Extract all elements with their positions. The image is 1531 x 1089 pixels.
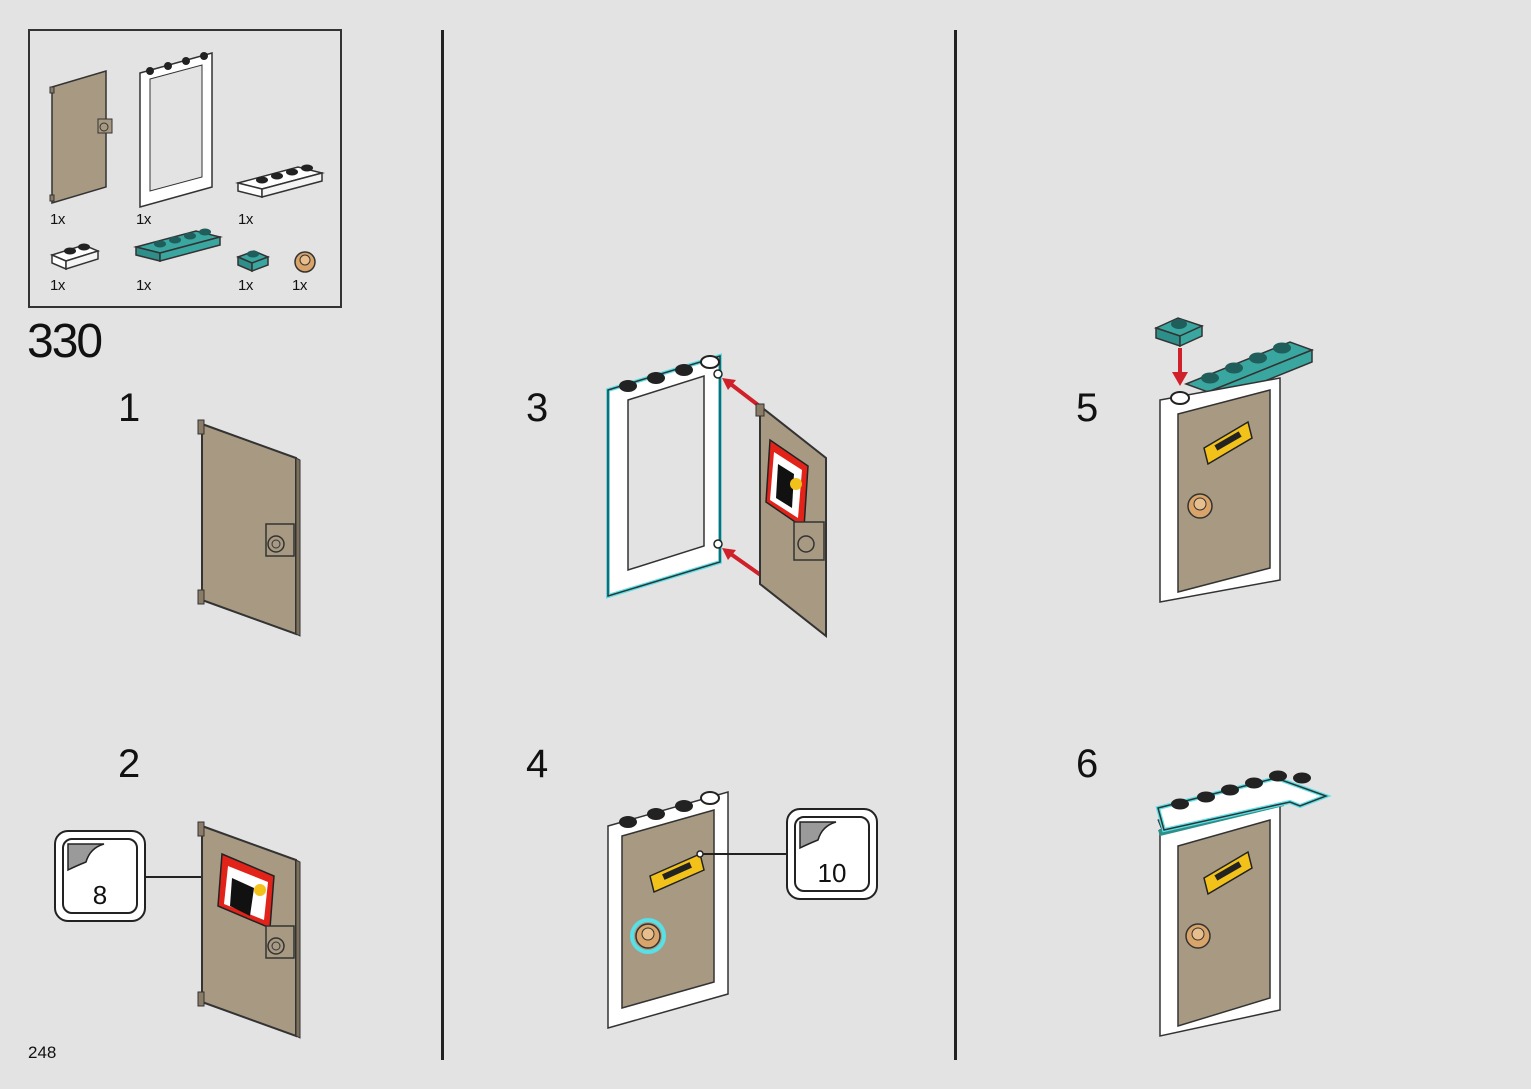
part-qty-white-plate-1x2: 1x bbox=[50, 277, 65, 294]
step-3-assembly-arrows bbox=[722, 378, 764, 578]
part-qty-teal-plate-1x1: 1x bbox=[238, 277, 253, 294]
teal-plate-1x4-icon bbox=[133, 228, 223, 262]
tan-round-knob-icon bbox=[294, 251, 316, 273]
step-2-door-illustration bbox=[197, 821, 301, 1039]
teal-plate-1x1-icon bbox=[235, 250, 271, 273]
sticker-number: 10 bbox=[817, 858, 847, 888]
step-1-door-illustration bbox=[197, 419, 301, 637]
sticker-peel-icon bbox=[67, 843, 105, 872]
sticker-callout-8: 8 bbox=[54, 830, 146, 922]
step-number-6: 6 bbox=[1076, 742, 1099, 786]
step-3-frame-illustration bbox=[606, 353, 723, 599]
sticker-number: 8 bbox=[92, 880, 108, 910]
step-number-4: 4 bbox=[526, 742, 549, 786]
sticker-peel-icon bbox=[799, 821, 837, 850]
white-plate-1x2-icon bbox=[49, 243, 101, 271]
step-number-1: 1 bbox=[118, 386, 141, 430]
column-divider-2 bbox=[954, 30, 957, 1060]
part-qty-teal-plate-1x4: 1x bbox=[136, 277, 151, 294]
step-number-3: 3 bbox=[526, 386, 549, 430]
step-4-leader-line bbox=[696, 850, 790, 858]
column-divider-1 bbox=[441, 30, 444, 1060]
door-panel-icon bbox=[49, 69, 113, 205]
part-qty-tan-knob: 1x bbox=[292, 277, 307, 294]
part-qty-door-panel: 1x bbox=[50, 211, 65, 228]
step-6-assembly-illustration bbox=[1155, 770, 1332, 1037]
parts-list: 1x 1x 1x 1x 1x 1x 1x bbox=[28, 29, 342, 308]
sticker-callout-frame: 10 bbox=[794, 816, 870, 892]
step-number-2: 2 bbox=[118, 742, 141, 786]
set-step-number: 330 bbox=[27, 315, 103, 368]
white-plate-1x4-icon bbox=[235, 164, 325, 198]
step-5-assembly-illustration bbox=[1153, 317, 1315, 603]
sticker-callout-10: 10 bbox=[786, 808, 878, 900]
step-4-door-assembly-illustration bbox=[607, 791, 729, 1029]
step-number-5: 5 bbox=[1076, 386, 1099, 430]
page-number: 248 bbox=[28, 1043, 57, 1062]
sticker-callout-frame: 8 bbox=[62, 838, 138, 914]
door-frame-icon bbox=[139, 52, 213, 208]
part-qty-door-frame: 1x bbox=[136, 211, 151, 228]
step-3-door-illustration bbox=[755, 403, 827, 639]
part-qty-white-plate-1x4: 1x bbox=[238, 211, 253, 228]
